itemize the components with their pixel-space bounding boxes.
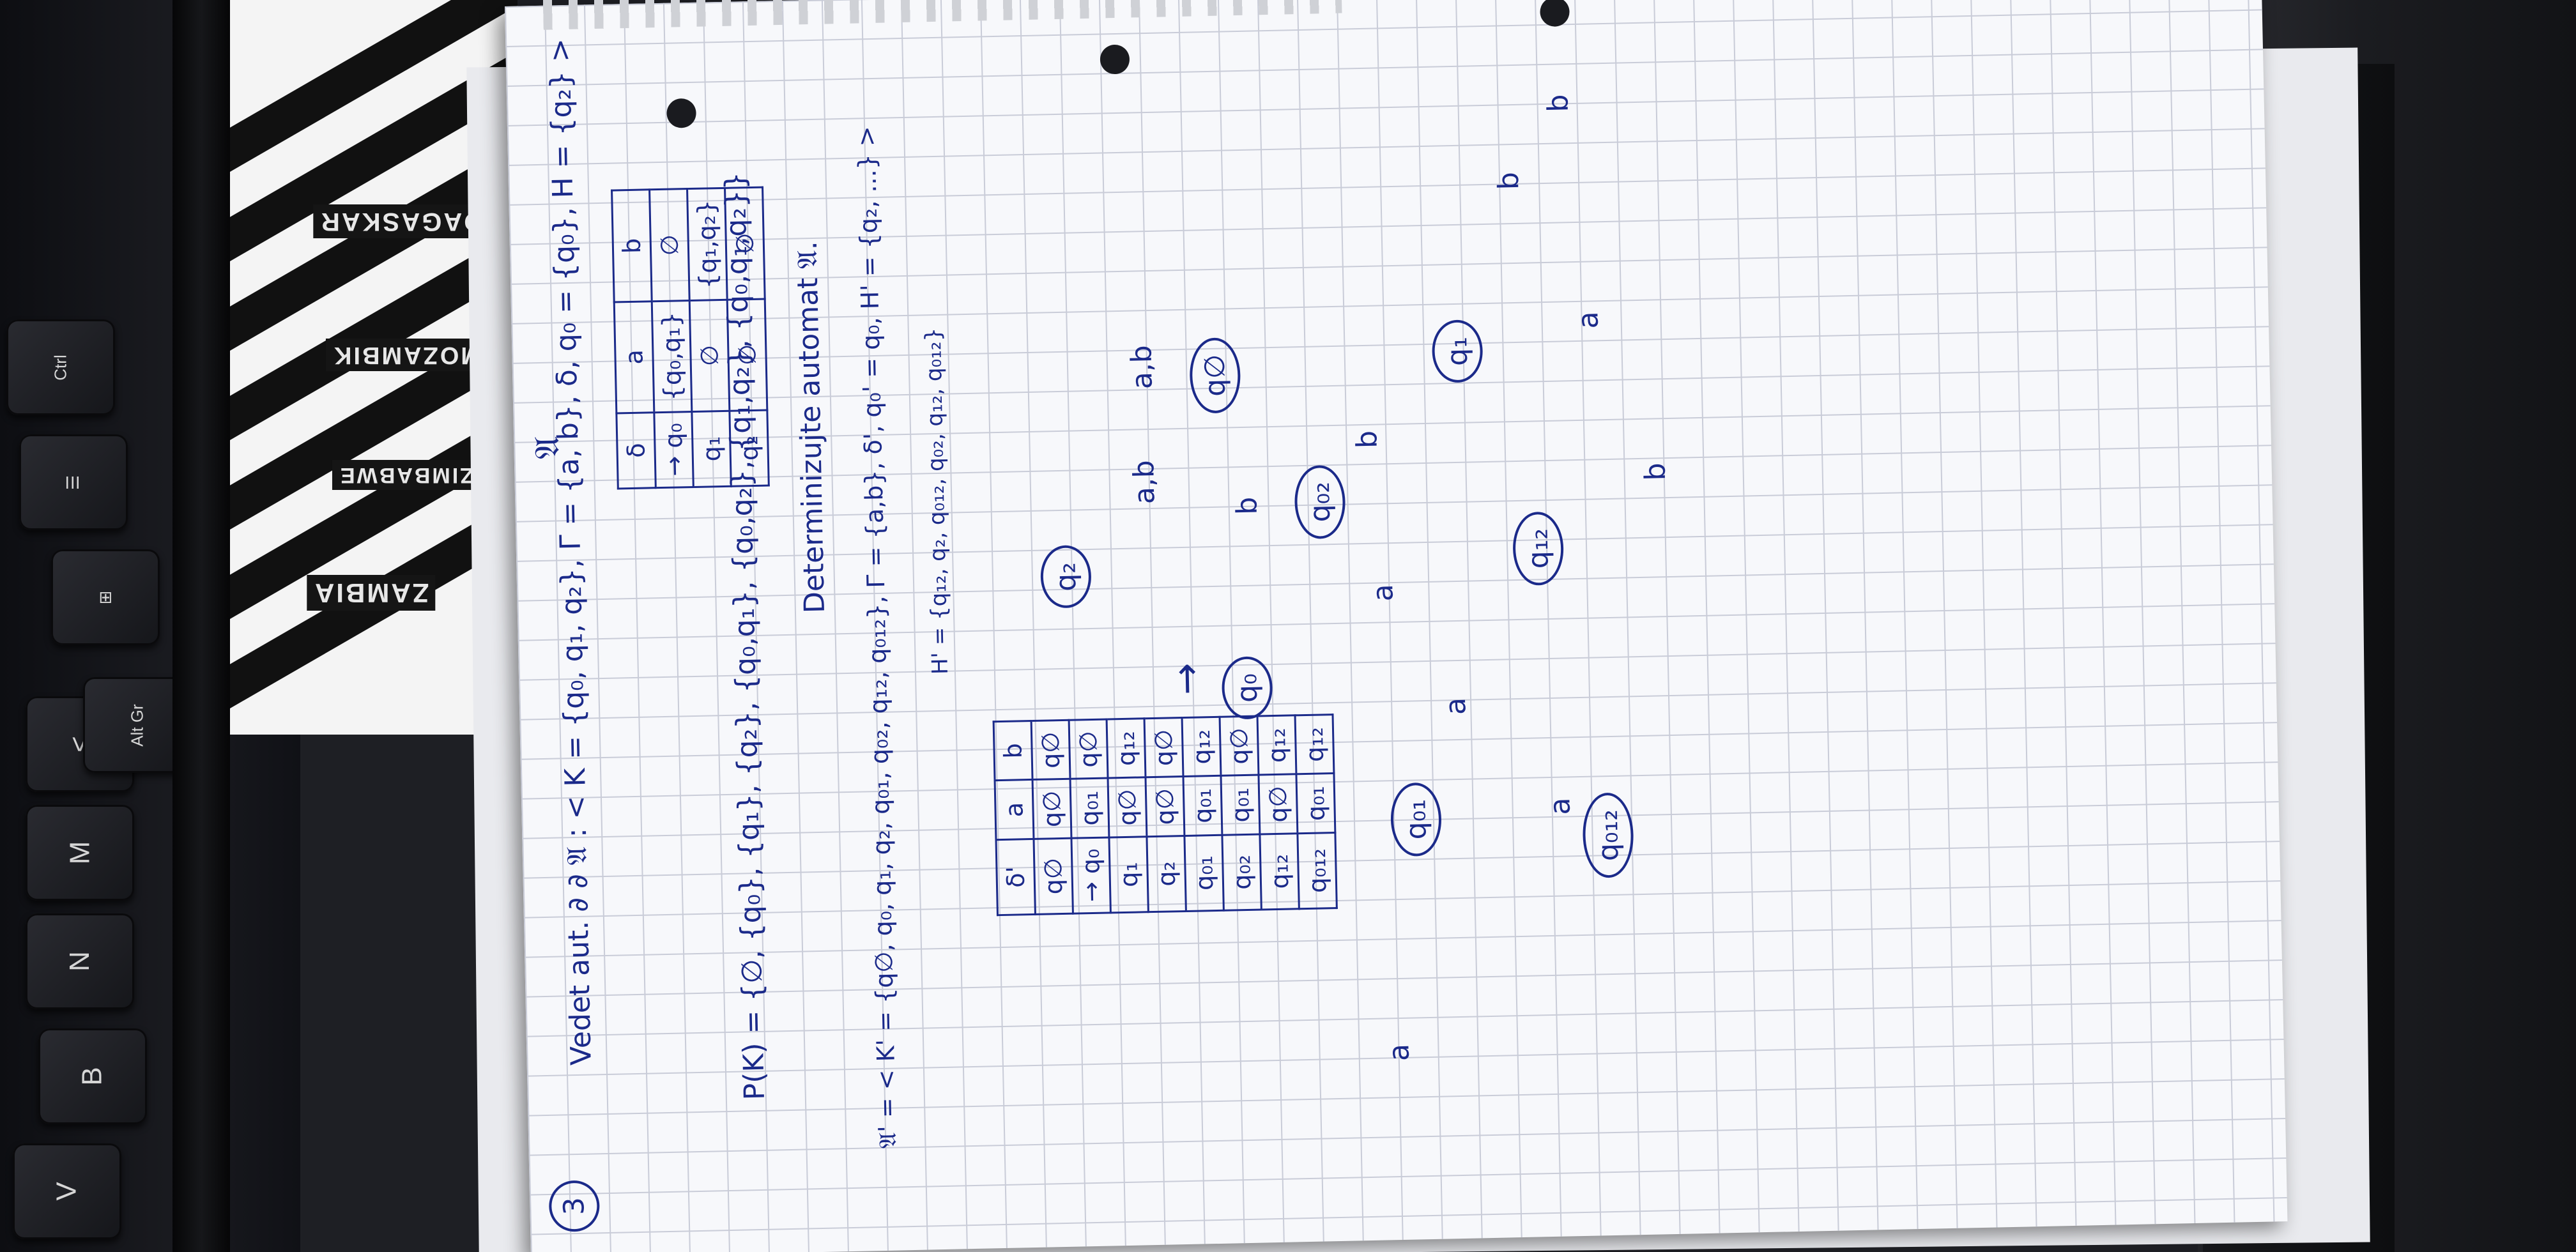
edge-label: a (1572, 311, 1605, 330)
dfa-header-cell: b (993, 721, 1033, 781)
state-qempty: q∅ (1189, 337, 1241, 414)
state-q1: q₁ (1431, 319, 1483, 383)
dfa-cell: q∅ (1220, 716, 1259, 776)
dfa-cell: q₁₂ (1107, 719, 1146, 779)
nfa-header-cell: δ (616, 412, 656, 489)
key-m[interactable]: M (26, 805, 134, 901)
key-windows[interactable]: ⊞ (51, 549, 160, 645)
key-v[interactable]: V (13, 1143, 121, 1239)
dfa-cell: q∅ (1108, 777, 1147, 837)
state-q02: q₀₂ (1294, 464, 1346, 540)
state-q0: q₀ (1221, 656, 1273, 720)
keyboard-edge (172, 0, 230, 1252)
edge-label: a (1544, 797, 1577, 816)
edge-label: a (1383, 1043, 1416, 1062)
edge-label: b (1351, 430, 1384, 449)
state-q12: q₁₂ (1512, 511, 1565, 586)
key-label: M (64, 841, 95, 865)
new-automaton-line: 𝔄' = < K' = {q∅, q₀, q₁, q₂, q₀₁, q₀₂, q… (852, 125, 902, 1149)
edge-label: b (1492, 171, 1526, 190)
dfa-cell: q∅ (1144, 717, 1183, 778)
state-q2: q₂ (1039, 545, 1092, 609)
edge-label: a (1439, 697, 1473, 715)
dfa-cell: q₀₁ (1296, 774, 1335, 834)
key-label: N (64, 951, 95, 972)
automaton-label: 𝔄 (526, 436, 567, 460)
poster-label: ZAMBIA (307, 575, 436, 611)
dfa-cell: q₂ (1146, 836, 1186, 912)
dfa-cell: q₁ (1108, 836, 1149, 913)
key-label: Ctrl (50, 354, 70, 381)
key-label: B (76, 1067, 108, 1086)
key-menu[interactable]: ☰ (19, 434, 128, 530)
dfa-cell: q₀₁ (1070, 778, 1109, 838)
dfa-header-cell: δ' (995, 839, 1036, 915)
nfa-cell: → q₀ (654, 411, 694, 488)
dfa-cell: q₁₂ (1259, 833, 1300, 910)
task-number: 3 (548, 1180, 601, 1232)
poster-label: ZIMBABWE (332, 460, 480, 490)
dfa-cell: q₀₁₂ (1297, 832, 1337, 909)
dfa-cell: q∅ (1258, 774, 1298, 834)
dfa-cell: q∅ (1031, 720, 1071, 780)
handwriting: 3 Vedet aut. ∂ ∂ 𝔄 : < K = {q₀, q₁, q₂},… (505, 0, 2287, 1252)
dfa-row: q∅q∅q∅ (1031, 720, 1073, 915)
dfa-cell: q₁₂ (1257, 715, 1296, 775)
windows-icon: ⊞ (95, 590, 115, 604)
edge-label: b (1542, 94, 1575, 113)
determinize-task: Determinizujte automat 𝔄. (790, 241, 831, 614)
dfa-cell: q₀₂ (1222, 834, 1262, 911)
dfa-cell: → q₀ (1071, 837, 1111, 914)
poster-label: MOZAMBIK (326, 339, 487, 371)
dfa-cell: q∅ (1032, 779, 1071, 839)
nfa-cell: {q₀,q₁} (652, 300, 692, 413)
final-states-line: H' = {q₁₂, q₂, q₀₁₂, q₀₂, q₁₂, q₀₁₂} (920, 327, 954, 675)
header-line: Vedet aut. ∂ ∂ 𝔄 : < K = {q₀, q₁, q₂}, Γ… (544, 38, 598, 1066)
edge-label: a,b (1125, 344, 1159, 390)
dfa-cell: q∅ (1033, 837, 1073, 915)
nfa-header-cell: a (614, 301, 654, 413)
edge-label: a (1367, 583, 1400, 602)
dfa-header-cell: a (995, 779, 1034, 840)
edge-label: a,b (1128, 459, 1162, 505)
menu-icon: ☰ (63, 475, 83, 490)
edge-label: b (1230, 496, 1264, 515)
dfa-cell: q₁₂ (1182, 717, 1221, 777)
state-q012: q₀₁₂ (1582, 792, 1634, 878)
key-n[interactable]: N (26, 913, 134, 1009)
notebook-page: 3 Vedet aut. ∂ ∂ 𝔄 : < K = {q₀, q₁, q₂},… (505, 0, 2288, 1252)
key-label: Alt Gr (127, 703, 147, 747)
dfa-cell: q₁₂ (1295, 714, 1334, 775)
dfa-cell: q₀₁ (1183, 775, 1222, 836)
edge-label: b (1639, 462, 1672, 481)
key-label: V (50, 1182, 82, 1201)
nfa-header-cell: b (611, 190, 652, 302)
dfa-cell: q∅ (1146, 777, 1184, 837)
dfa-cell: q₀₁ (1184, 834, 1224, 912)
nfa-cell: ∅ (649, 188, 690, 302)
dfa-cell: q₀₁ (1220, 775, 1260, 835)
key-b[interactable]: B (38, 1028, 147, 1124)
state-q01: q₀₁ (1390, 782, 1443, 857)
dfa-cell: q∅ (1069, 719, 1108, 779)
start-arrow: → (1163, 662, 1209, 696)
nfa-row: → q₀{q₀,q₁}∅ (649, 188, 694, 488)
key-ctrl[interactable]: Ctrl (6, 319, 115, 415)
